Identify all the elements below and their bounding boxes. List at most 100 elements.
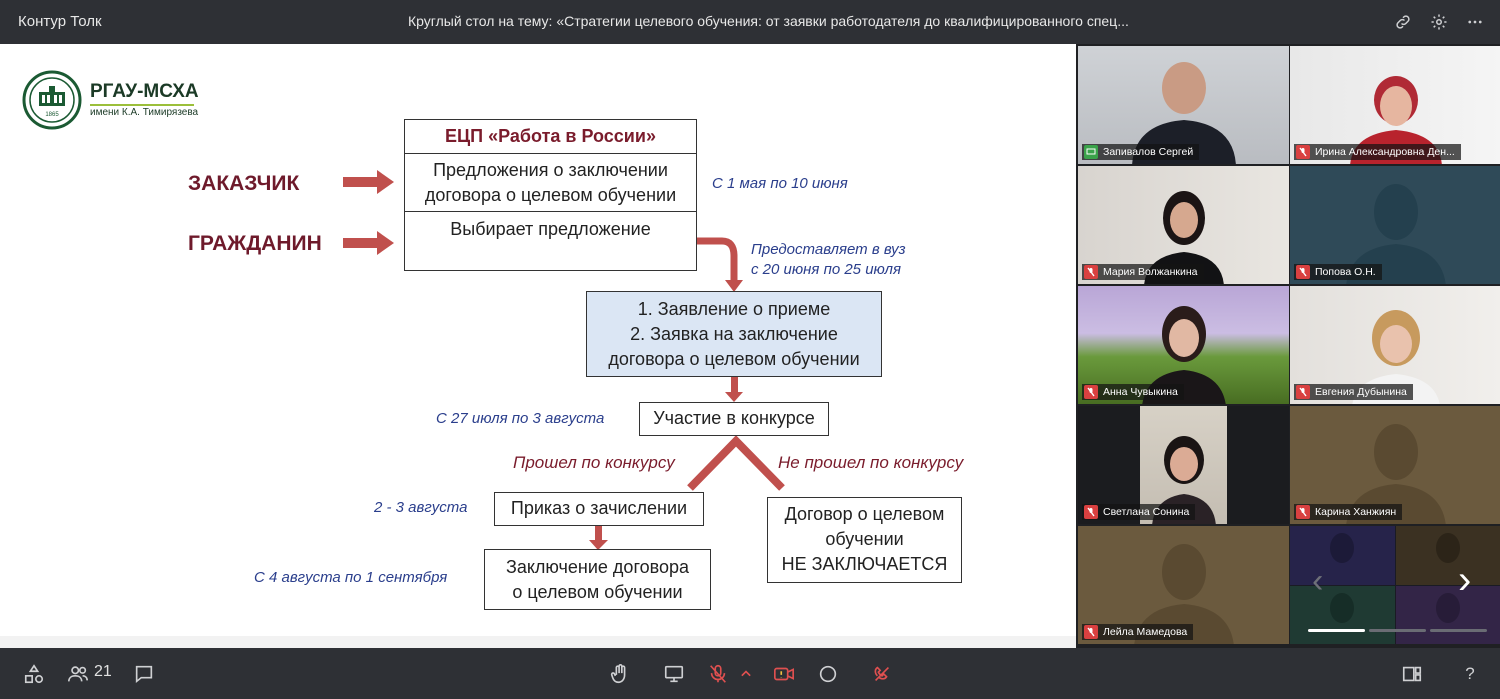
portal-offers-line2: договора о целевом обучении <box>424 185 677 205</box>
link-icon[interactable] <box>1392 11 1414 33</box>
note-submit-line1: Предоставляет в вуз <box>751 241 906 258</box>
mic-muted-icon <box>1296 505 1310 519</box>
participants-count[interactable]: 21 <box>94 663 112 680</box>
shapes-icon[interactable] <box>22 662 46 686</box>
contest-box: Участие в конкурсе <box>639 402 829 436</box>
participant-name: Ирина Александровна Ден... <box>1315 146 1455 158</box>
participant-mosaic <box>1290 526 1500 644</box>
party-citizen: ГРАЖДАНИН <box>188 232 322 255</box>
bottom-toolbar: 21 ? <box>0 648 1500 699</box>
participant-name: Попова О.Н. <box>1315 266 1376 278</box>
portal-box: ЕЦП «Работа в России» Предложения о закл… <box>404 119 697 271</box>
arrow-citizen <box>343 231 394 255</box>
arrow-customer <box>343 170 394 194</box>
note-contest-dates: С 27 июля по 3 августа <box>436 410 605 427</box>
screen-icon <box>1084 145 1098 159</box>
mic-muted-icon <box>1084 505 1098 519</box>
label-passed: Прошел по конкурсу <box>513 453 675 472</box>
mic-muted-icon <box>1296 265 1310 279</box>
slide-scrollbar[interactable] <box>0 636 1076 648</box>
participant-name-tag: Запивалов Сергей <box>1082 144 1200 160</box>
participant-name-tag: Карина Ханжиян <box>1294 504 1403 520</box>
participant-tile[interactable]: Евгения Дубынина <box>1290 286 1500 404</box>
mic-muted-icon <box>1084 385 1098 399</box>
camera-warning-icon[interactable] <box>772 662 796 686</box>
participants-grid: Запивалов Сергей Ирина Александровна Ден… <box>1076 44 1500 648</box>
gear-icon[interactable] <box>1428 11 1450 33</box>
chat-icon[interactable] <box>132 662 156 686</box>
note-contract-dates: С 4 августа по 1 сентября <box>254 569 448 586</box>
mic-muted-icon <box>1084 625 1098 639</box>
order-box: Приказ о зачислении <box>494 492 704 526</box>
participant-name-tag: Мария Волжанкина <box>1082 264 1204 280</box>
note-period1: С 1 мая по 10 июня <box>712 175 848 192</box>
no-contract-box: Договор о целевом обучении НЕ ЗАКЛЮЧАЕТС… <box>767 497 962 583</box>
university-name: РГАУ-МСХА <box>90 81 199 102</box>
party-customer: ЗАКАЗЧИК <box>188 172 300 195</box>
top-actions <box>1392 11 1486 33</box>
top-bar: Контур Толк Круглый стол на тему: «Страт… <box>0 0 1500 44</box>
page-dot[interactable] <box>1369 629 1426 632</box>
participant-name-tag: Светлана Сонина <box>1082 504 1196 520</box>
mic-muted-icon <box>1296 385 1310 399</box>
emblem-year: 1865 <box>45 112 59 118</box>
raise-hand-icon[interactable] <box>608 662 632 686</box>
participant-name-tag: Попова О.Н. <box>1294 264 1382 280</box>
meeting-title: Круглый стол на тему: «Стратегии целевог… <box>408 13 1129 29</box>
university-subtitle: имени К.А. Тимирязева <box>90 107 199 118</box>
no-contract-line2: обучении <box>825 529 904 549</box>
mic-muted-icon <box>1296 145 1310 159</box>
page-dot[interactable] <box>1430 629 1487 632</box>
contract-line2: о целевом обучении <box>512 582 683 602</box>
participant-name: Евгения Дубынина <box>1315 386 1407 398</box>
logo-underline <box>90 104 194 106</box>
portal-header: ЕЦП «Работа в России» <box>405 120 696 154</box>
chevron-right-icon[interactable]: › <box>1458 558 1472 602</box>
portal-offers: Предложения о заключении договора о целе… <box>405 154 696 212</box>
app-name: Контур Толк <box>18 13 102 30</box>
more-participants-tile[interactable]: ‹ › <box>1290 526 1500 644</box>
university-emblem: 1865 <box>22 70 82 130</box>
participant-name-tag: Евгения Дубынина <box>1294 384 1413 400</box>
screen-share-icon[interactable] <box>662 662 686 686</box>
participant-tile[interactable]: Попова О.Н. <box>1290 166 1500 284</box>
contract-box: Заключение договора о целевом обучении <box>484 549 711 610</box>
arrow-to-docs <box>697 237 738 282</box>
participant-tile[interactable]: Анна Чувыкина <box>1078 286 1289 404</box>
chevron-up-icon[interactable] <box>736 662 756 686</box>
more-icon[interactable] <box>1464 11 1486 33</box>
note-submit-line2: с 20 июня по 25 июля <box>751 261 901 278</box>
layout-icon[interactable] <box>1400 662 1424 686</box>
participant-tile[interactable]: Запивалов Сергей <box>1078 46 1289 164</box>
record-icon[interactable] <box>816 662 840 686</box>
help-icon[interactable]: ? <box>1465 664 1475 683</box>
no-contract-line3: НЕ ЗАКЛЮЧАЕТСЯ <box>781 554 948 574</box>
contract-line1: Заключение договора <box>505 557 690 577</box>
hang-up-icon[interactable] <box>870 662 894 686</box>
participant-name: Светлана Сонина <box>1103 506 1190 518</box>
portal-offers-line1: Предложения о заключении <box>433 160 668 180</box>
page-dot-active[interactable] <box>1308 629 1365 632</box>
participants-icon[interactable] <box>66 662 90 686</box>
participant-name-tag: Анна Чувыкина <box>1082 384 1184 400</box>
participant-tile[interactable]: Светлана Сонина <box>1078 406 1289 524</box>
no-contract-line1: Договор о целевом <box>784 504 945 524</box>
mic-muted-icon[interactable] <box>706 662 730 686</box>
docs-line1: 1. Заявление о приеме <box>637 299 831 319</box>
mic-muted-icon <box>1084 265 1098 279</box>
note-order-dates: 2 - 3 августа <box>374 499 468 516</box>
participant-name-tag: Лейла Мамедова <box>1082 624 1194 640</box>
participant-name-tag: Ирина Александровна Ден... <box>1294 144 1461 160</box>
participant-tile[interactable]: Карина Ханжиян <box>1290 406 1500 524</box>
arrow-split <box>687 435 785 491</box>
participant-tile[interactable]: Лейла Мамедова <box>1078 526 1289 644</box>
video-person <box>1151 436 1216 524</box>
participant-tile[interactable]: Ирина Александровна Ден... <box>1290 46 1500 164</box>
participant-name: Мария Волжанкина <box>1103 266 1198 278</box>
participant-name: Карина Ханжиян <box>1315 506 1397 518</box>
participant-name: Запивалов Сергей <box>1103 146 1194 158</box>
participant-tile[interactable]: Мария Волжанкина <box>1078 166 1289 284</box>
chevron-left-icon[interactable]: ‹ <box>1312 562 1324 600</box>
label-not-passed: Не прошел по конкурсу <box>778 453 964 472</box>
flow-arrows <box>343 170 785 550</box>
